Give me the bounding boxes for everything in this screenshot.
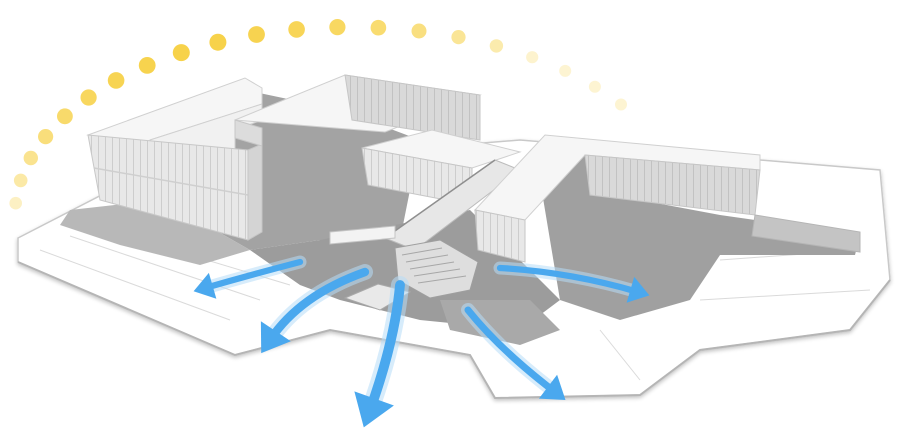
airflow-arrow-head [260,321,291,354]
airflow-arrow-head [626,276,650,303]
sun-path-dot [80,89,97,106]
sun-path-dot [559,64,572,77]
sun-path-dot [248,26,265,43]
sun-path-arc [9,19,627,210]
building-rear-bar [234,74,482,147]
airflow-arrow [461,303,566,401]
building-left-wing [86,77,263,241]
airflow-arrow-head [538,374,566,401]
airflow-arrow [493,261,650,303]
rear-bar-facade [344,74,481,141]
right-wing-extension [751,214,861,253]
sun-path-dot [138,57,156,74]
bridge-rail [384,159,496,239]
sun-path-dot [411,23,427,39]
airflow-arrow [260,264,373,354]
sun-path-dot [288,21,305,38]
canopy-slab [329,225,396,245]
sun-path-dot [451,29,466,45]
sun-path-dot [329,19,346,36]
left-wing-facade-side [247,143,263,241]
sun-path-dot [13,173,28,188]
sun-path-dot [57,108,73,125]
sun-path-dot [9,196,22,210]
rear-bar-front [234,119,263,147]
sun-path-dot [172,44,190,62]
sun-path-dot [209,33,227,51]
stair-treads [401,247,467,284]
building-right-wing [474,134,861,263]
airflow-arrow-head [354,391,394,428]
sun-path-dot [489,39,504,53]
airflow-arrows [193,255,650,428]
right-wing-facade-front [474,209,526,263]
sun-path-dot [526,51,539,64]
sun-path-dot [615,98,627,111]
shadow-left-ground [60,200,250,265]
sun-path-dot [370,19,387,36]
airflow-arrow-head [193,272,217,299]
sun-path-dot [107,72,125,89]
airflow-arrow [193,255,307,299]
sun-path-dot [38,129,54,145]
sun-path-dot [23,150,38,166]
airflow-arrow [354,276,409,428]
sun-path-dot [588,80,601,93]
